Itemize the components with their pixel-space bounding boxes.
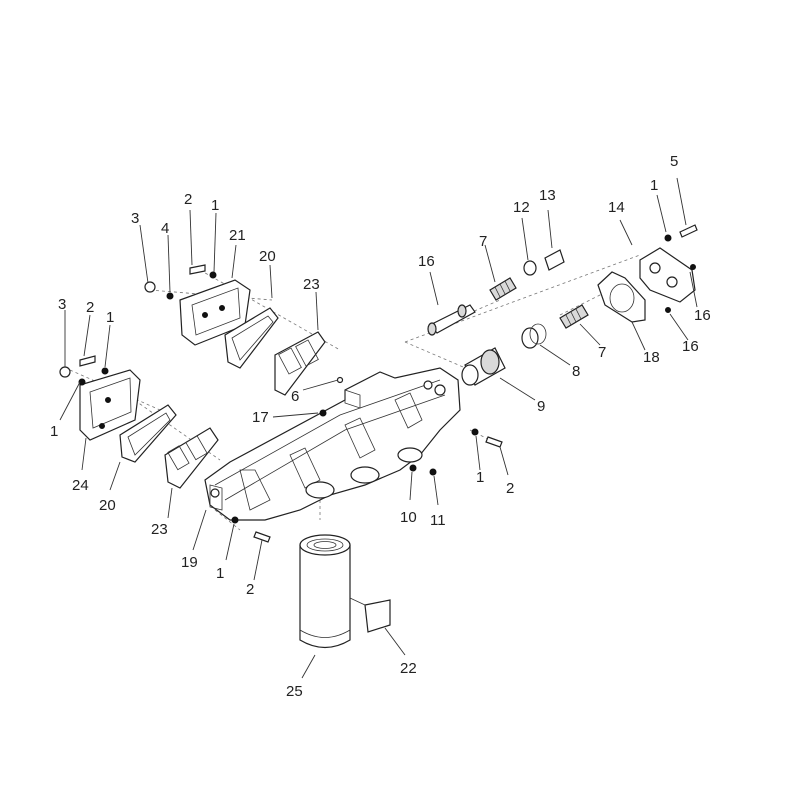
- upper-cover-plate: [179, 279, 251, 346]
- callout-1: 1: [106, 309, 114, 326]
- leader-lines: [59, 177, 698, 679]
- callout-2: 2: [246, 581, 254, 598]
- callout-16: 16: [682, 338, 699, 355]
- upper-gasket-23: [274, 331, 326, 396]
- callout-2: 2: [86, 299, 94, 316]
- callout-22: 22: [400, 660, 417, 677]
- callout-18: 18: [643, 349, 660, 366]
- callout-4: 4: [161, 220, 169, 237]
- callout-1: 1: [476, 469, 484, 486]
- callout-23: 23: [303, 276, 320, 293]
- callout-9: 9: [537, 398, 545, 415]
- callout-14: 14: [608, 199, 625, 216]
- lower-gasket-23: [164, 427, 219, 489]
- callout-1: 1: [50, 423, 58, 440]
- callout-5: 5: [670, 153, 678, 170]
- filter-cartridge: [299, 534, 351, 649]
- callout-8: 8: [572, 363, 580, 380]
- callout-19: 19: [181, 554, 198, 571]
- fasteners: [59, 224, 698, 543]
- callout-10: 10: [400, 509, 417, 526]
- end-cover-14: [639, 247, 696, 303]
- callout-2: 2: [506, 480, 514, 497]
- lower-gasket-20: [119, 404, 177, 463]
- callout-3: 3: [131, 210, 139, 227]
- callout-1: 1: [650, 177, 658, 194]
- callout-17: 17: [252, 409, 269, 426]
- end-gasket-18: [597, 271, 646, 323]
- callout-6: 6: [291, 388, 299, 405]
- callout-1: 1: [216, 565, 224, 582]
- callout-1: 1: [211, 197, 219, 214]
- callout-labels: 5 1 14 13 12 7 16 16 16 18 7 8 9 2 1 3 4…: [50, 153, 711, 700]
- callout-16: 16: [694, 307, 711, 324]
- callout-24: 24: [72, 477, 89, 494]
- callout-21: 21: [229, 227, 246, 244]
- callout-12: 12: [513, 199, 530, 216]
- filter-label-sticker: [349, 597, 391, 633]
- callout-20: 20: [99, 497, 116, 514]
- upper-gasket-20: [224, 307, 279, 369]
- callout-11: 11: [430, 512, 446, 529]
- callout-7: 7: [479, 233, 487, 250]
- manifold-housing: [204, 367, 461, 521]
- callout-3: 3: [58, 296, 66, 313]
- callout-25: 25: [286, 683, 303, 700]
- callout-13: 13: [539, 187, 556, 204]
- callout-7: 7: [598, 344, 606, 361]
- lower-cover-plate: [79, 369, 141, 441]
- valve-assembly: [427, 249, 589, 386]
- callout-16: 16: [418, 253, 435, 270]
- callout-20: 20: [259, 248, 276, 265]
- callout-23: 23: [151, 521, 168, 538]
- callout-2: 2: [184, 191, 192, 208]
